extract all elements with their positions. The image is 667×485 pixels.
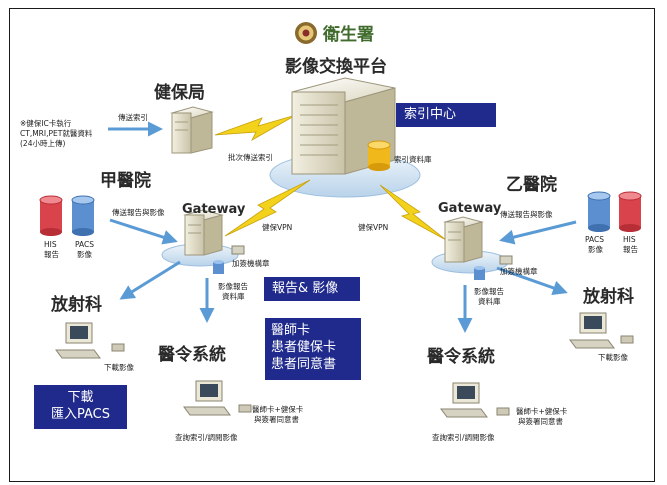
cards-callout-line-3: 患者同意書 — [271, 357, 337, 372]
diagram-frame — [9, 8, 655, 482]
index-center-text: 索引中心 — [404, 107, 457, 122]
cards-b-line-1: 醫師卡+健保卡 — [516, 406, 568, 416]
order-system-a-label: 醫令系統 — [158, 344, 226, 365]
hospital-a-pacs-db-icon — [71, 195, 95, 236]
download-callout: 下載 匯入PACS — [34, 385, 127, 429]
gateway-a-encryptor-icon — [231, 245, 245, 255]
download-callout-line-2: 匯入PACS — [50, 407, 110, 422]
nhi-server-icon — [170, 106, 214, 154]
batch-send-label: 批次傳送索引 — [228, 152, 273, 162]
nhi-label: 健保局 — [154, 82, 205, 103]
index-center-callout: 索引中心 — [396, 103, 496, 127]
hospital-b-label: 乙醫院 — [506, 174, 557, 195]
hospital-a-pacs-label: PACS — [75, 240, 94, 249]
arrow-a-report-in — [109, 218, 178, 245]
hospital-b-send-label: 傳送報告與影像 — [500, 209, 553, 219]
index-db-label: 索引資料庫 — [394, 154, 432, 164]
encryptor-b-label: 加簽機構章 — [500, 266, 538, 276]
radiology-a-computer-icon — [55, 322, 125, 359]
nhi-send-index-label: 傳送索引 — [118, 112, 148, 122]
gateway-b-db-icon — [474, 266, 485, 280]
download-a-label: 下載影像 — [104, 362, 134, 372]
hospital-b-pacs-db-icon — [587, 191, 611, 232]
db-a-label-2: 資料庫 — [222, 291, 245, 301]
platform-label: 影像交換平台 — [285, 56, 387, 77]
link-bolt-a — [224, 179, 311, 237]
hospital-a-his-sub: 報告 — [44, 249, 59, 259]
db-b-label-2: 資料庫 — [478, 296, 501, 306]
hospital-b-his-db-icon — [618, 191, 642, 232]
hospital-a-send-label: 傳送報告與影像 — [112, 207, 165, 217]
cards-b-line-2: 與簽署同意書 — [518, 416, 563, 426]
gateway-b-server-icon — [443, 216, 484, 263]
radiology-a-label: 放射科 — [50, 294, 102, 315]
arrow-a-to-radiology — [119, 260, 181, 300]
radiology-b-computer-icon — [569, 312, 634, 349]
nhi-note-line-1: ※健保IC卡執行 — [20, 118, 72, 128]
health-dept-seal-icon — [295, 22, 317, 44]
arrow-b-report-in — [499, 220, 577, 245]
cards-callout-line-1: 醫師卡 — [271, 323, 311, 338]
gateway-a-server-icon — [183, 209, 224, 256]
download-b-label: 下載影像 — [598, 352, 628, 362]
hospital-b-pacs-label: PACS — [585, 235, 604, 244]
db-b-label-1: 影像報告 — [474, 286, 504, 296]
diagram-title: 衛生署 — [322, 24, 374, 45]
nhi-note-line-2: CT,MRI,PET就醫資料 — [20, 128, 93, 138]
index-database-icon — [367, 140, 391, 171]
download-callout-line-1: 下載 — [67, 390, 94, 405]
vpn-a-label: 健保VPN — [262, 222, 292, 232]
hospital-b-his-sub: 報告 — [623, 244, 638, 254]
nhi-note-line-3: (24小時上傳) — [20, 138, 65, 148]
order-system-b-computer-icon — [440, 382, 510, 418]
gateway-b-encryptor-icon — [499, 255, 513, 265]
order-system-a-computer-icon — [183, 380, 252, 416]
order-system-b-label: 醫令系統 — [427, 346, 495, 367]
gateway-a-label: Gateway — [182, 202, 246, 217]
hospital-a-his-db-icon — [39, 195, 63, 236]
hospital-b-pacs-sub: 影像 — [588, 244, 603, 254]
link-bolt-b — [379, 184, 447, 241]
radiology-b-label: 放射科 — [582, 286, 634, 307]
cards-a-line-1: 醫師卡+健保卡 — [252, 404, 304, 414]
gateway-a-db-icon — [213, 260, 224, 274]
hospital-a-his-label: HIS — [44, 240, 57, 249]
arrow-b-to-radiology — [496, 266, 568, 296]
cards-callout-line-2: 患者健保卡 — [271, 340, 337, 355]
cards-a-line-2: 與簽署同意書 — [254, 414, 299, 424]
link-bolt-nhi — [214, 114, 297, 141]
cards-callout: 醫師卡 患者健保卡 患者同意書 — [265, 318, 361, 380]
report-image-text: 報告& 影像 — [272, 281, 339, 296]
vpn-b-label: 健保VPN — [358, 222, 388, 232]
gateway-b-label: Gateway — [438, 201, 502, 216]
encryptor-a-label: 加簽機構章 — [232, 258, 270, 268]
query-a-label: 查詢索引/調閱影像 — [175, 432, 238, 442]
hospital-b-his-label: HIS — [623, 235, 636, 244]
hospital-a-pacs-sub: 影像 — [77, 249, 92, 259]
report-image-callout: 報告& 影像 — [264, 277, 360, 301]
query-b-label: 查詢索引/調閱影像 — [432, 432, 495, 442]
hospital-a-label: 甲醫院 — [100, 170, 151, 191]
db-a-label-1: 影像報告 — [218, 281, 248, 291]
